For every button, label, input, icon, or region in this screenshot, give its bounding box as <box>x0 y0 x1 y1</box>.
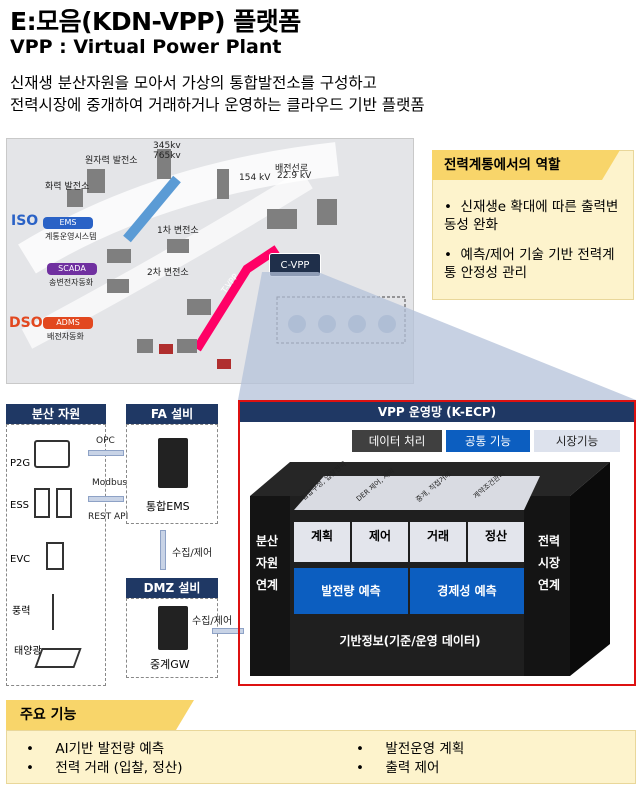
der-p2g: P2G <box>10 458 31 469</box>
der-evc: EVC <box>10 554 31 565</box>
vpp-right-side: 전력 시장 연계 <box>537 534 565 592</box>
tag-market-function: 시장기능 <box>534 430 620 452</box>
voltage-154: 154 kV <box>239 173 271 183</box>
protocol-rest: REST API <box>88 512 129 522</box>
dso-label: DSO <box>9 315 43 331</box>
role-title: 전력계통에서의 역할 <box>432 150 620 180</box>
main-functions-title: 주요 기능 <box>6 700 194 730</box>
vpp-base-info: 기반정보(기준/운영 데이터) <box>339 634 481 648</box>
battery-icon-2 <box>56 488 72 518</box>
scada-desc: 송변전자동화 <box>49 278 94 287</box>
distribution-line-label: 배전선로 <box>275 164 309 174</box>
der-wind: 풍력 <box>12 606 31 617</box>
description-line-1: 신재생 분산자원을 모아서 가상의 통합발전소를 구성하고 <box>10 74 377 92</box>
substation-2-label: 2차 변전소 <box>147 268 189 278</box>
main-left-1: • AI기반 발전량 예측 <box>26 741 165 757</box>
ev-charger-icon <box>46 542 64 570</box>
der-panel <box>6 424 106 686</box>
function-trade: 거래 <box>410 522 466 562</box>
forecast-generation: 발전량 예측 <box>294 568 408 614</box>
description-line-2: 전력시장에 중개하여 거래하거나 운영하는 클라우드 기반 플랫폼 <box>10 96 425 114</box>
opc-arrow <box>88 450 124 456</box>
der-solar: 태양광 <box>14 646 42 657</box>
fa-panel <box>126 424 218 524</box>
role-item-1-text: 신재생e 확대에 따른 출력변동성 완화 <box>444 199 619 233</box>
voltage-22-9: 22.9 kV <box>277 171 312 181</box>
adms-badge: ADMS <box>43 317 93 329</box>
fa-server-label: 통합EMS <box>146 500 190 513</box>
tag-common-function: 공통 기능 <box>446 430 530 452</box>
page-title: E:모음(KDN-VPP) 플랫폼 <box>10 7 301 36</box>
main-right-2: • 출력 제어 <box>356 760 440 776</box>
server-icon <box>158 438 188 488</box>
thermal-plant-label: 화력 발전소 <box>45 182 90 192</box>
ems-badge: EMS <box>43 217 93 229</box>
tag-data-processing: 데이터 처리 <box>352 430 442 452</box>
vpp-network-frame <box>238 400 636 686</box>
dmz-server-label: 중계GW <box>150 658 190 671</box>
wind-turbine-icon <box>52 594 54 630</box>
main-functions-panel <box>6 730 636 784</box>
dmz-arrow <box>212 628 244 634</box>
voltage-345: 345kv <box>153 141 181 151</box>
main-left-2-text: 전력 거래 (입찰, 정산) <box>55 760 183 776</box>
role-item-2-text: 예측/제어 기술 기반 전력계통 안정성 관리 <box>444 247 615 281</box>
der-title: 분산 자원 <box>6 404 106 424</box>
collect-control-label-2: 수집/제어 <box>192 616 233 627</box>
function-control: 제어 <box>352 522 408 562</box>
iso-label: ISO <box>11 213 39 229</box>
solar-panel-icon <box>34 648 82 668</box>
main-right-2-text: 출력 제어 <box>385 760 440 776</box>
voltage-765: 765kv <box>153 151 181 161</box>
function-plan: 계획 <box>294 522 350 562</box>
collect-control-arrow <box>160 530 166 570</box>
role-item-2: • 예측/제어 기술 기반 전력계통 안정성 관리 <box>444 247 615 281</box>
p2g-icon <box>34 440 70 468</box>
description: 신재생 분산자원을 모아서 가상의 통합발전소를 구성하고 전력시장에 중개하여… <box>10 72 425 116</box>
vpp-title: VPP 운영망 (K-ECP) <box>240 402 634 422</box>
main-right-1: • 발전운영 계획 <box>356 741 465 757</box>
adms-desc: 배전자동화 <box>47 332 84 341</box>
protocol-modbus: Modbus <box>92 478 128 488</box>
forecast-economics: 경제성 예측 <box>410 568 524 614</box>
protocol-opc: OPC <box>96 436 115 446</box>
der-ess: ESS <box>10 500 30 511</box>
collect-control-label-1: 수집/제어 <box>172 548 213 559</box>
main-left-2: • 전력 거래 (입찰, 정산) <box>26 760 183 776</box>
dmz-title: DMZ 설비 <box>126 578 218 598</box>
gateway-icon <box>158 606 188 650</box>
modbus-arrow <box>88 496 124 502</box>
power-grid-illustration: 345kv 765kv 154 kV 배전선로 22.9 kV 원자력 발전소 … <box>6 138 414 384</box>
main-left-1-text: AI기반 발전량 예측 <box>55 741 165 757</box>
scada-badge: SCADA <box>47 263 97 275</box>
battery-icon <box>34 488 50 518</box>
substation-1-label: 1차 변전소 <box>157 226 199 236</box>
ems-desc: 계통운영시스템 <box>45 232 97 241</box>
fa-title: FA 설비 <box>126 404 218 424</box>
nuclear-plant-label: 원자력 발전소 <box>85 156 138 166</box>
page-subtitle: VPP : Virtual Power Plant <box>10 36 282 58</box>
role-item-1: • 신재생e 확대에 따른 출력변동성 완화 <box>444 199 619 233</box>
function-settle: 정산 <box>468 522 524 562</box>
main-right-1-text: 발전운영 계획 <box>385 741 465 757</box>
dmz-panel <box>126 598 218 678</box>
vpp-left-side: 분산 자원 연계 <box>255 534 283 592</box>
